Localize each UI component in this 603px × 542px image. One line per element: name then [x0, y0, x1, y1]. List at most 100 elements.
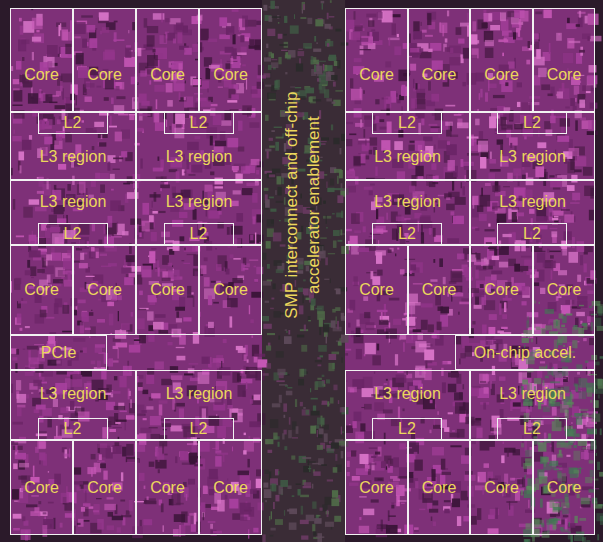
circuit-cell: [549, 175, 554, 178]
circuit-cell: [448, 192, 459, 197]
circuit-cell: [62, 305, 69, 314]
circuit-cell: [134, 339, 140, 341]
circuit-cell: [110, 200, 121, 211]
circuit-cell: [467, 136, 479, 138]
circuit-cell: [589, 65, 597, 72]
circuit-cell: [449, 57, 460, 65]
circuit-cell: [40, 511, 48, 515]
circuit-cell: [238, 121, 242, 131]
circuit-cell: [160, 184, 170, 188]
circuit-cell: [179, 297, 185, 307]
circuit-cell: [415, 166, 423, 177]
circuit-cell: [19, 151, 25, 160]
circuit-cell: [254, 279, 258, 282]
circuit-cell: [394, 46, 401, 55]
circuit-cell: [447, 238, 459, 243]
circuit-cell: [64, 454, 71, 457]
circuit-cell: [446, 204, 455, 210]
circuit-cell: [119, 376, 126, 387]
circuit-cell: [21, 39, 29, 44]
circuit-cell: [398, 130, 403, 138]
circuit-cell: [587, 131, 598, 135]
circuit-cell: [588, 495, 590, 498]
circuit-cell: [102, 27, 109, 33]
circuit-cell: [237, 52, 246, 55]
circuit-cell: [550, 255, 554, 258]
circuit-cell: [78, 519, 84, 527]
circuit-cell: [84, 520, 90, 522]
circuit-cell: [465, 346, 472, 357]
circuit-cell: [480, 157, 486, 169]
circuit-cell: [193, 254, 198, 265]
circuit-cell: [587, 75, 597, 84]
circuit-cell: [371, 456, 376, 458]
circuit-cell: [346, 425, 353, 432]
circuit-cell: [17, 405, 25, 408]
circuit-cell: [240, 517, 247, 521]
circuit-cell: [111, 189, 114, 191]
circuit-cell: [363, 509, 374, 516]
circuit-cell: [249, 122, 259, 128]
circuit-cell: [229, 316, 232, 327]
circuit-cell: [504, 302, 506, 312]
circuit-cell: [161, 232, 170, 238]
circuit-cell: [29, 135, 32, 140]
circuit-cell: [375, 116, 380, 123]
circuit-cell: [414, 528, 419, 532]
circuit-cell: [247, 359, 249, 362]
circuit-cell: [462, 82, 465, 86]
circuit-cell: [555, 116, 567, 118]
circuit-cell: [454, 114, 462, 116]
circuit-cell: [203, 513, 204, 521]
circuit-cell: [483, 266, 493, 270]
circuit-cell: [95, 348, 102, 353]
circuit-cell: [517, 102, 520, 107]
circuit-cell: [413, 31, 422, 39]
circuit-cell: [411, 98, 417, 108]
circuit-cell: [372, 355, 381, 365]
circuit-cell: [16, 235, 24, 237]
circuit-cell: [551, 231, 557, 237]
circuit-cell: [48, 471, 49, 473]
circuit-cell: [393, 319, 401, 325]
circuit-cell: [522, 167, 524, 170]
circuit-cell: [377, 344, 379, 351]
circuit-cell: [565, 300, 574, 304]
circuit-cell: [105, 50, 115, 60]
circuit-cell: [446, 144, 456, 155]
circuit-cell: [208, 39, 217, 42]
circuit-cell: [563, 231, 571, 240]
circuit-cell: [111, 391, 121, 394]
circuit-cell: [43, 114, 54, 119]
circuit-cell: [571, 422, 573, 423]
circuit-cell: [46, 225, 50, 227]
circuit-cell: [168, 342, 173, 345]
circuit-cell: [45, 228, 51, 238]
circuit-cell: [110, 174, 115, 180]
circuit-cell: [147, 35, 155, 46]
circuit-cell: [552, 211, 563, 216]
circuit-cell: [154, 85, 164, 92]
circuit-cell: [123, 183, 130, 185]
circuit-cell: [475, 119, 479, 126]
circuit-cell: [221, 267, 223, 271]
circuit-cell: [230, 254, 234, 258]
circuit-cell: [350, 300, 356, 310]
circuit-cell: [100, 463, 106, 468]
circuit-cell: [23, 349, 26, 350]
circuit-cell: [17, 314, 22, 324]
circuit-cell: [86, 128, 97, 133]
circuit-cell: [467, 504, 475, 507]
circuit-cell: [144, 486, 146, 489]
circuit-cell: [432, 447, 444, 455]
circuit-cell: [461, 491, 469, 501]
circuit-cell: [414, 460, 422, 471]
circuit-cell: [129, 500, 133, 511]
circuit-cell: [210, 104, 217, 106]
circuit-cell: [388, 38, 390, 46]
circuit-cell: [484, 229, 494, 231]
circuit-cell: [431, 127, 440, 128]
circuit-cell: [238, 147, 244, 152]
circuit-cell: [221, 120, 231, 125]
circuit-cell: [429, 509, 438, 513]
